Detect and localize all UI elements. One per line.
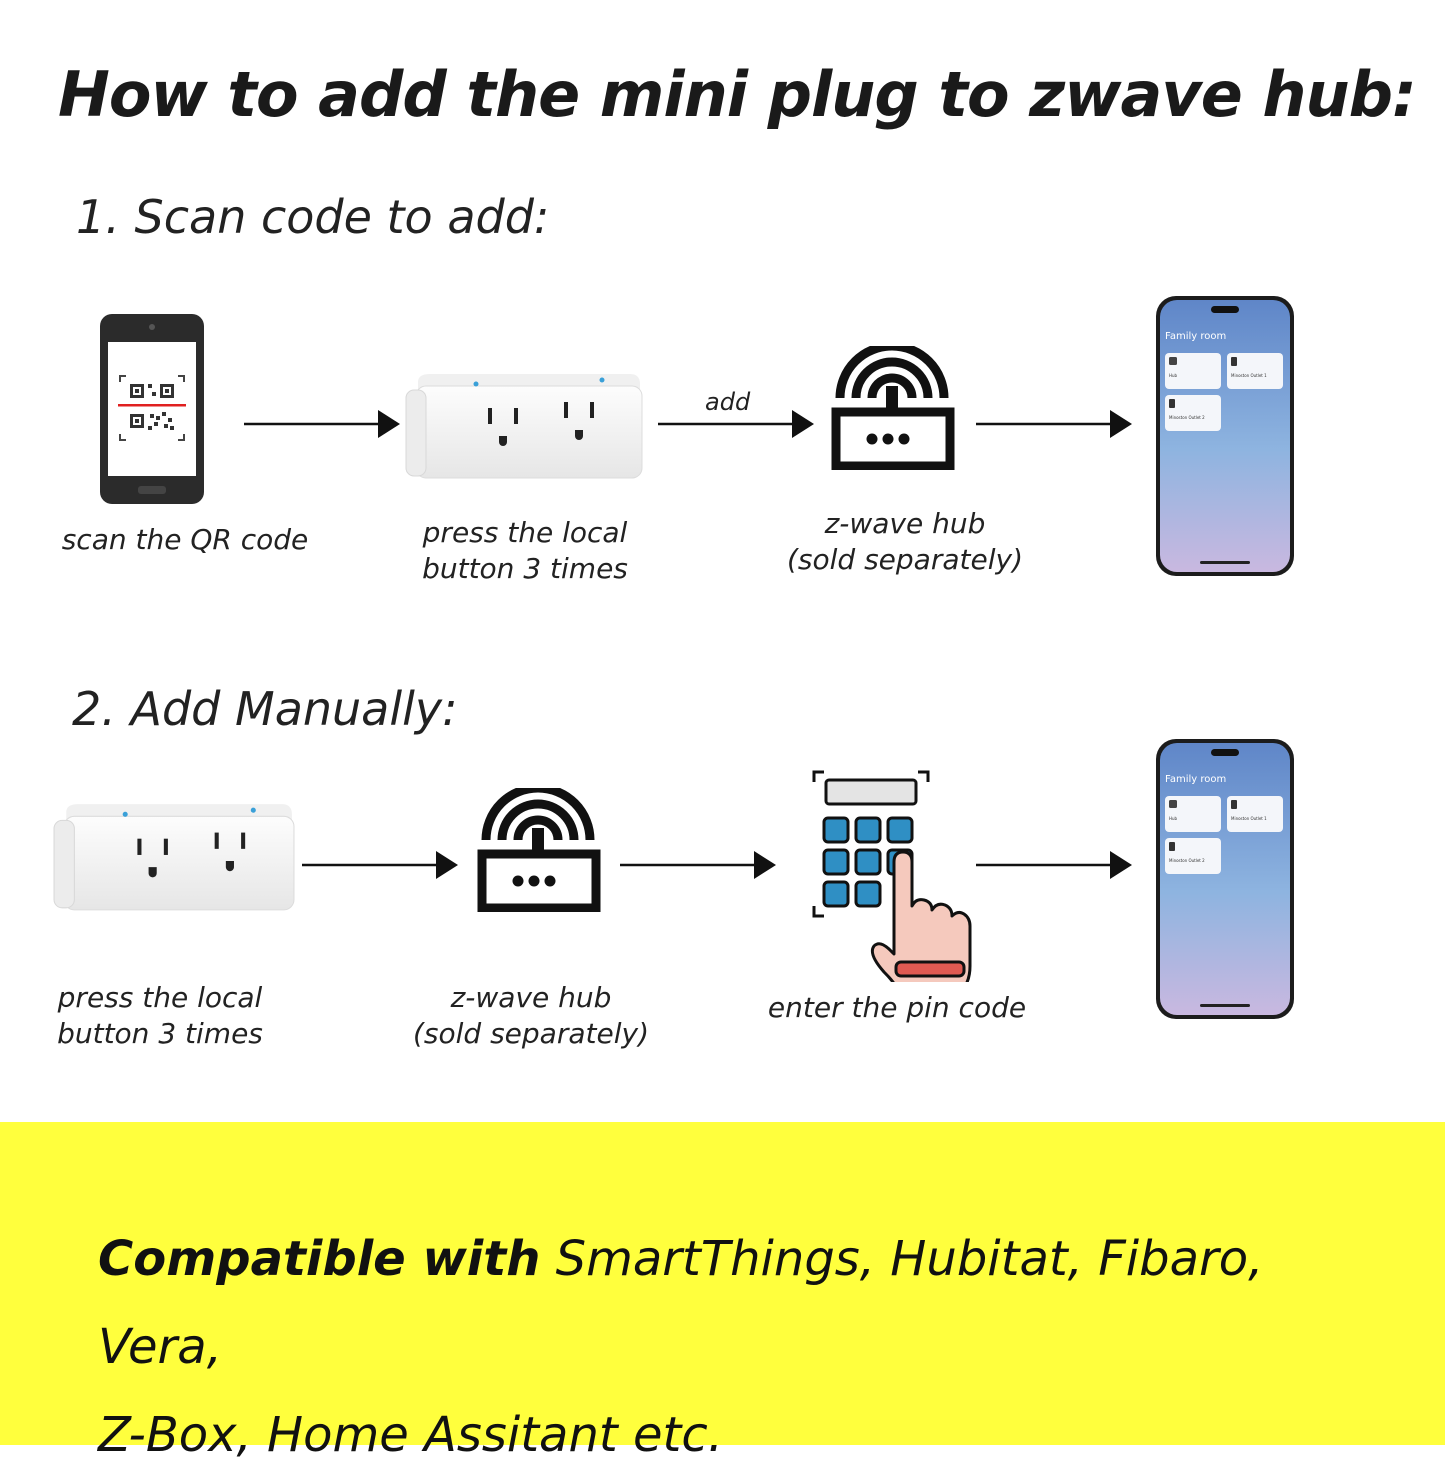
arrow-right-icon	[976, 408, 1132, 440]
arrow-right-icon	[302, 849, 458, 881]
compatibility-banner	[0, 1122, 1445, 1445]
section1-heading: 1. Scan code to add:	[76, 190, 550, 244]
compatibility-text: Compatible with SmartThings, Hubitat, Fi…	[98, 1215, 1398, 1479]
arrow-right-icon	[244, 408, 400, 440]
app-header: Family room	[1165, 331, 1227, 342]
arrow-right-icon	[620, 849, 776, 881]
arrow-right-icon	[658, 408, 814, 440]
step-caption-scan: scan the QR code	[61, 523, 309, 556]
step-caption-hub-line1: z-wave hub	[824, 507, 986, 540]
phone-qr-icon	[98, 312, 206, 506]
smartphone-app-screen: Family room Hub Minoston Outlet 1 Minost…	[1155, 738, 1295, 1020]
app-tile-label: Minoston Outlet 1	[1231, 816, 1267, 821]
smartphone-app-screen: Family room Hub Minoston Outlet 1 Minost…	[1155, 295, 1295, 577]
compat-line1: SmartThings, Hubitat, Fibaro, Vera,	[98, 1231, 1264, 1375]
step-caption-pin: enter the pin code	[767, 991, 1027, 1024]
page-title: How to add the mini plug to zwave hub:	[58, 58, 1417, 131]
step-caption-press-line2: button 3 times	[57, 1017, 263, 1050]
app-tile-label: Hub	[1169, 373, 1178, 378]
step-caption-press-line1: press the local	[422, 516, 628, 549]
section2-heading: 2. Add Manually:	[72, 682, 458, 736]
step-caption-press-line2: button 3 times	[422, 552, 628, 585]
zwave-hub-icon	[828, 346, 958, 470]
smart-plug-icon	[52, 802, 296, 914]
step-caption-press-line1: press the local	[57, 981, 263, 1014]
arrow-label-add: add	[705, 388, 751, 416]
app-tile-label: Minoston Outlet 2	[1169, 858, 1205, 863]
compat-bold: Compatible with	[98, 1231, 541, 1287]
step-caption-hub-line1: z-wave hub	[450, 981, 612, 1014]
arrow-right-icon	[976, 849, 1132, 881]
app-header: Family room	[1165, 774, 1227, 785]
smart-plug-icon	[404, 372, 644, 482]
app-tile-label: Minoston Outlet 1	[1231, 373, 1267, 378]
step-caption-hub-line2: (sold separately)	[413, 1017, 649, 1050]
compat-line2: Z-Box, Home Assitant etc.	[98, 1407, 723, 1463]
app-tile-label: Minoston Outlet 2	[1169, 415, 1205, 420]
zwave-hub-icon	[474, 788, 604, 912]
step-caption-hub-line2: (sold separately)	[787, 543, 1023, 576]
keypad-pin-icon	[808, 766, 974, 982]
app-tile-label: Hub	[1169, 816, 1178, 821]
